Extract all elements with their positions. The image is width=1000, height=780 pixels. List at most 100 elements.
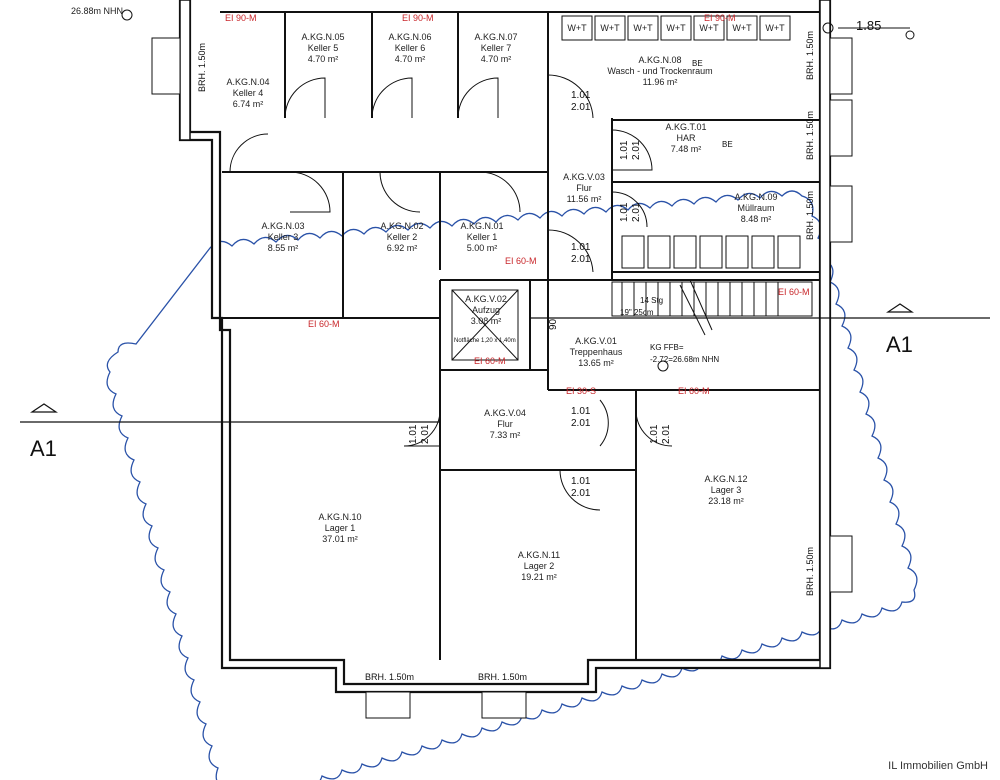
room-name: Keller 6 xyxy=(395,43,426,53)
door-dim: 2.01 xyxy=(420,424,431,444)
room-id: A.KG.V.04 xyxy=(484,408,526,418)
room-area: 7.48 m² xyxy=(671,144,702,154)
room-name: Keller 5 xyxy=(308,43,339,53)
room-name: Keller 3 xyxy=(268,232,299,242)
staircase xyxy=(611,279,813,336)
door-dim: 2.01 xyxy=(631,140,642,160)
section-label-right: A1 xyxy=(886,332,913,357)
room-area: 4.70 m² xyxy=(308,54,339,64)
revision-cloud xyxy=(106,190,918,780)
window-label: BRH. 1.50m xyxy=(805,31,815,80)
kg-ffb-value: -2.72=26.68m NHN xyxy=(650,355,719,364)
room-id: A.KG.N.07 xyxy=(474,32,517,42)
washer-label: W+T xyxy=(765,23,785,33)
room-id: A.KG.N.02 xyxy=(380,221,423,231)
door-dim: 1.01 xyxy=(571,476,591,487)
room-area: 37.01 m² xyxy=(322,534,358,544)
company-footer: IL Immobilien GmbH xyxy=(888,760,988,772)
waste-bins xyxy=(621,235,801,269)
fire-label: EI 60-M xyxy=(678,386,710,396)
dim-90: 90 xyxy=(548,318,559,330)
room-area: 8.48 m² xyxy=(741,214,772,224)
fire-label: EI 60-M xyxy=(308,319,340,329)
room-id: A.KG.N.01 xyxy=(460,221,503,231)
room-name: Lager 3 xyxy=(711,485,742,495)
washer-label: W+T xyxy=(732,23,752,33)
room-id: A.KG.V.03 xyxy=(563,172,605,182)
room-id: A.KG.N.10 xyxy=(318,512,361,522)
level-marker: 1.85 xyxy=(856,18,881,33)
fire-label: EI 60-M xyxy=(778,287,810,297)
room-name: Flur xyxy=(576,183,592,193)
window-label: BRH. 1.50m xyxy=(805,547,815,596)
elevation-marker: 26.88m NHN 1.85 xyxy=(71,6,915,40)
fire-label: EI 60-M xyxy=(474,356,506,366)
room-name: Flur xyxy=(497,419,513,429)
fire-rating-labels: EI 90-M EI 90-M EI 90-M EI 60-M EI 60-M … xyxy=(225,13,810,396)
section-label-left: A1 xyxy=(30,436,57,461)
door-dim: 2.01 xyxy=(571,488,591,499)
notes: 19" 25cm 14 Stg Notfläche 1,20 x 1,40m K… xyxy=(454,59,733,372)
washer-label: W+T xyxy=(666,23,686,33)
fire-label: EI 30-S xyxy=(566,386,596,396)
room-name: Treppenhaus xyxy=(570,347,623,357)
room-id: A.KG.T.01 xyxy=(665,122,706,132)
door-dim: 2.01 xyxy=(571,102,591,113)
door-dimensions: 1.01 2.01 1.01 2.01 1.01 2.01 1.01 2.01 … xyxy=(408,90,672,499)
room-name: Keller 7 xyxy=(481,43,512,53)
fire-label: EI 90-M xyxy=(704,13,736,23)
room-id: A.KG.V.01 xyxy=(575,336,617,346)
window-label: BRH. 1.50m xyxy=(805,191,815,240)
door-dim: 1.01 xyxy=(571,242,591,253)
room-id: A.KG.N.11 xyxy=(518,550,560,560)
washer-label: W+T xyxy=(600,23,620,33)
room-id: A.KG.N.04 xyxy=(226,77,269,87)
door-dim: 2.01 xyxy=(661,424,672,444)
room-area: 13.65 m² xyxy=(578,358,614,368)
room-name: Müllraum xyxy=(737,203,774,213)
be-tag: BE xyxy=(722,140,733,149)
section-line-a1: A1 A1 xyxy=(20,303,990,461)
window-label: BRH. 1.50m xyxy=(197,43,207,92)
room-id: A.KG.N.08 xyxy=(638,55,681,65)
room-id: A.KG.V.02 xyxy=(465,294,507,304)
room-name: Wasch - und Trockenraum xyxy=(607,66,712,76)
room-id: A.KG.N.03 xyxy=(261,221,304,231)
room-name: Keller 4 xyxy=(233,88,264,98)
windows xyxy=(151,37,853,719)
washer-row: W+T W+T W+T W+T W+T W+T W+T xyxy=(561,15,791,41)
room-id: A.KG.N.05 xyxy=(301,32,344,42)
room-area: 6.74 m² xyxy=(233,99,264,109)
fire-label: EI 60-M xyxy=(505,256,537,266)
door-dim: 1.01 xyxy=(408,424,419,444)
window-label: BRH. 1.50m xyxy=(478,672,527,682)
door-dim: 1.01 xyxy=(649,424,660,444)
stair-note: 19" 25cm xyxy=(620,308,654,317)
door-dim: 2.01 xyxy=(631,202,642,222)
be-tag: BE xyxy=(692,59,703,68)
room-area: 3.08 m² xyxy=(471,316,502,326)
room-area: 11.56 m² xyxy=(567,194,602,204)
room-id: A.KG.N.09 xyxy=(734,192,777,202)
kg-ffb: KG FFB= xyxy=(650,343,684,352)
room-name: Lager 2 xyxy=(524,561,555,571)
room-area: 6.92 m² xyxy=(387,243,418,253)
elevation-top: 26.88m NHN xyxy=(71,6,123,16)
window-label: BRH. 1.50m xyxy=(365,672,414,682)
room-id: A.KG.N.06 xyxy=(388,32,431,42)
elevator-shaft xyxy=(451,289,519,361)
window-labels: BRH. 1.50m BRH. 1.50m BRH. 1.50m BRH. 1.… xyxy=(197,31,815,682)
room-area: 23.18 m² xyxy=(708,496,744,506)
door-dim: 1.01 xyxy=(619,140,630,160)
room-area: 4.70 m² xyxy=(395,54,426,64)
door-swings xyxy=(229,74,673,511)
room-name: Keller 1 xyxy=(467,232,498,242)
room-name: Keller 2 xyxy=(387,232,418,242)
door-dim: 1.01 xyxy=(619,202,630,222)
window-label: BRH. 1.50m xyxy=(805,111,815,160)
washer-label: W+T xyxy=(633,23,653,33)
washer-label: W+T xyxy=(567,23,587,33)
door-dim: 1.01 xyxy=(571,406,591,417)
